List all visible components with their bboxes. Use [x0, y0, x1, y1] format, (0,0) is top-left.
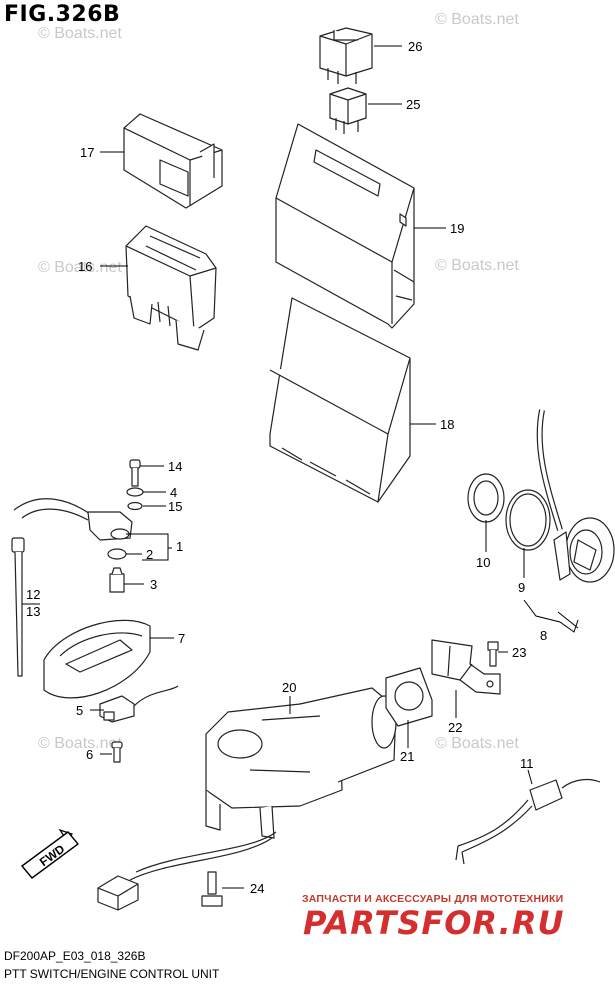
- callout-20: 20: [282, 680, 296, 695]
- callout-25: 25: [406, 97, 420, 112]
- part-12-cable-tie: [11, 537, 25, 677]
- watermark: © Boats.net: [435, 257, 519, 274]
- brand-subtitle: ЗАПЧАСТИ И АКСЕССУАРЫ ДЛЯ МОТОТЕХНИКИ: [302, 893, 564, 905]
- callout-23: 23: [512, 645, 526, 660]
- part-9-oring: [505, 489, 551, 551]
- callout-17: 17: [80, 145, 94, 160]
- part-19-ecu-cover: [275, 123, 415, 329]
- callout-12: 12: [26, 587, 40, 602]
- part-7-holder: [43, 619, 151, 699]
- part-20-ptt-motor: [129, 687, 397, 881]
- part-18-ecu: [269, 297, 411, 503]
- callout-26: 26: [408, 39, 422, 54]
- part-connector-plug: [97, 875, 139, 911]
- callout-13: 13: [26, 604, 40, 619]
- callout-11: 11: [520, 756, 534, 771]
- callout-1: 1: [176, 539, 183, 554]
- callout-5: 5: [76, 703, 83, 718]
- callout-24: 24: [250, 881, 264, 896]
- part-10-bezel: [467, 473, 505, 523]
- figure-title: FIG.326B: [4, 2, 121, 27]
- callouts: 26 25 17 16 19 18 14 4 15 1 2 3 12 13 7 …: [26, 39, 547, 896]
- part-8-trim-switch: [536, 409, 615, 583]
- watermark: © Boats.net: [435, 11, 519, 28]
- part-22-bracket: [431, 639, 501, 695]
- part-21-grommet: [385, 667, 433, 727]
- watermark: © Boats.net: [38, 735, 122, 752]
- part-4-washer: [126, 487, 144, 511]
- watermark: © Boats.net: [38, 259, 122, 276]
- part-6-screw: [111, 741, 123, 763]
- part-11-switch-lead: [455, 778, 601, 865]
- callout-18: 18: [440, 417, 454, 432]
- callout-19: 19: [450, 221, 464, 236]
- watermarks: © Boats.net © Boats.net © Boats.net © Bo…: [38, 11, 519, 752]
- callout-15: 15: [168, 499, 182, 514]
- callout-2: 2: [146, 547, 153, 562]
- part-25-relay: [329, 87, 367, 134]
- part-5-sensor: [99, 685, 179, 723]
- callout-9: 9: [518, 580, 525, 595]
- callout-22: 22: [448, 720, 462, 735]
- part-ptt-switch: [13, 498, 133, 560]
- diagram-caption: PTT SWITCH/ENGINE CONTROL UNIT: [4, 967, 220, 981]
- part-3-clip: [109, 567, 125, 593]
- part-26-relay: [319, 27, 373, 84]
- fwd-arrow: FWD: [20, 828, 80, 879]
- diagram-code: DF200AP_E03_018_326B: [4, 949, 146, 963]
- part-14-bolt: [129, 459, 141, 487]
- callout-14: 14: [168, 459, 182, 474]
- part-23-bolt: [487, 641, 499, 667]
- callout-7: 7: [178, 631, 185, 646]
- part-16-connector: [125, 225, 217, 351]
- callout-8: 8: [540, 628, 547, 643]
- callout-10: 10: [476, 555, 490, 570]
- callout-21: 21: [400, 749, 414, 764]
- callout-16: 16: [78, 259, 92, 274]
- part-17-cover: [123, 113, 223, 209]
- callout-4: 4: [170, 485, 177, 500]
- callout-3: 3: [150, 577, 157, 592]
- callout-6: 6: [86, 747, 93, 762]
- brand-logo[interactable]: PARTSFOR.RU: [303, 904, 565, 942]
- watermark: © Boats.net: [435, 735, 519, 752]
- watermark: © Boats.net: [38, 25, 122, 42]
- part-24-bolt: [201, 871, 223, 907]
